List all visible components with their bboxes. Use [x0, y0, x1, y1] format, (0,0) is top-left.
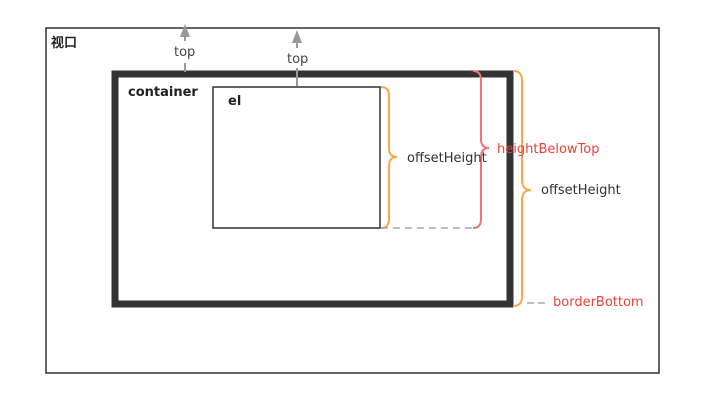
container-offset-height-label: offsetHeight	[541, 183, 621, 198]
el-box	[212, 86, 381, 229]
viewport-label: 视口	[51, 36, 78, 51]
el-top-label: top	[287, 52, 309, 67]
el-offset-height-label: offsetHeight	[407, 151, 487, 166]
el-offset-height-brace	[380, 86, 398, 229]
height-below-top-brace	[472, 70, 490, 229]
container-label: container	[128, 85, 198, 100]
viewport-frame	[45, 27, 660, 374]
top-arrow-el	[292, 30, 302, 86]
top-arrow-container	[180, 24, 190, 72]
height-below-top-label: heightBelowTop	[497, 142, 600, 157]
el-label: el	[228, 94, 242, 109]
container-top-label: top	[174, 45, 196, 60]
container-box	[111, 70, 514, 308]
container-offset-height-brace	[512, 70, 532, 307]
border-bottom-label: borderBottom	[553, 295, 644, 310]
